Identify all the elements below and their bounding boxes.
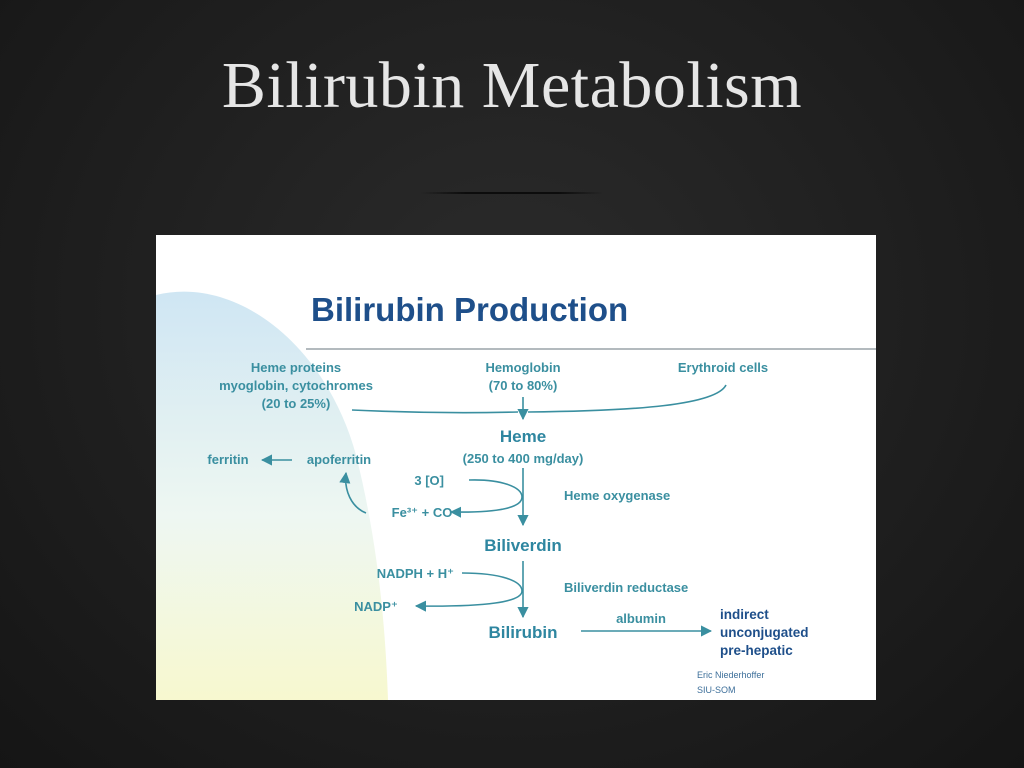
myoglobin-cytochromes-label: myoglobin, cytochromes [219,378,373,393]
ferritin-label: ferritin [207,452,248,467]
title-divider [420,192,604,194]
bilirubin-production-figure: Bilirubin Production Heme proteins myogl… [156,235,876,700]
oxygen-label: 3 [O] [414,473,444,488]
credit-institution: SIU-SOM [697,685,736,695]
fe-co-label: Fe³⁺ + CO [392,505,453,520]
erythroid-cells-label: Erythroid cells [678,360,768,375]
oxygen-curve-arrow [449,479,523,518]
decorative-side-panel [156,291,388,700]
biliverdin-label: Biliverdin [484,536,561,555]
biliverdin-reductase-label: Biliverdin reductase [564,580,688,595]
hemoglobin-label: Hemoglobin [485,360,560,375]
heme-proteins-percent: (20 to 25%) [262,396,331,411]
hemoglobin-percent: (70 to 80%) [489,378,558,393]
slide-title: Bilirubin Metabolism [221,49,803,122]
bilirubin-label: Bilirubin [489,623,558,642]
nadph-label: NADPH + H⁺ [377,566,454,581]
pathway-diagram: Bilirubin Production Heme proteins myogl… [156,291,876,700]
pre-hepatic-label: pre-hepatic [720,643,793,658]
erythroid-line [527,384,727,413]
heme-proteins-label: Heme proteins [251,360,341,375]
apoferritin-label: apoferritin [307,452,371,467]
albumin-label: albumin [616,611,666,626]
nadph-curve-arrow [414,572,523,612]
heme-label: Heme [500,427,546,446]
heme-amount: (250 to 400 mg/day) [463,451,584,466]
indirect-label: indirect [720,607,769,622]
heme-oxygenase-label: Heme oxygenase [564,488,670,503]
heme-proteins-line [351,409,519,414]
credit-author: Eric Niederhoffer [697,670,764,680]
figure-heading: Bilirubin Production [311,291,628,328]
nadp-label: NADP⁺ [354,599,398,614]
fe-to-apoferritin-arrow [339,471,367,514]
unconjugated-label: unconjugated [720,625,809,640]
